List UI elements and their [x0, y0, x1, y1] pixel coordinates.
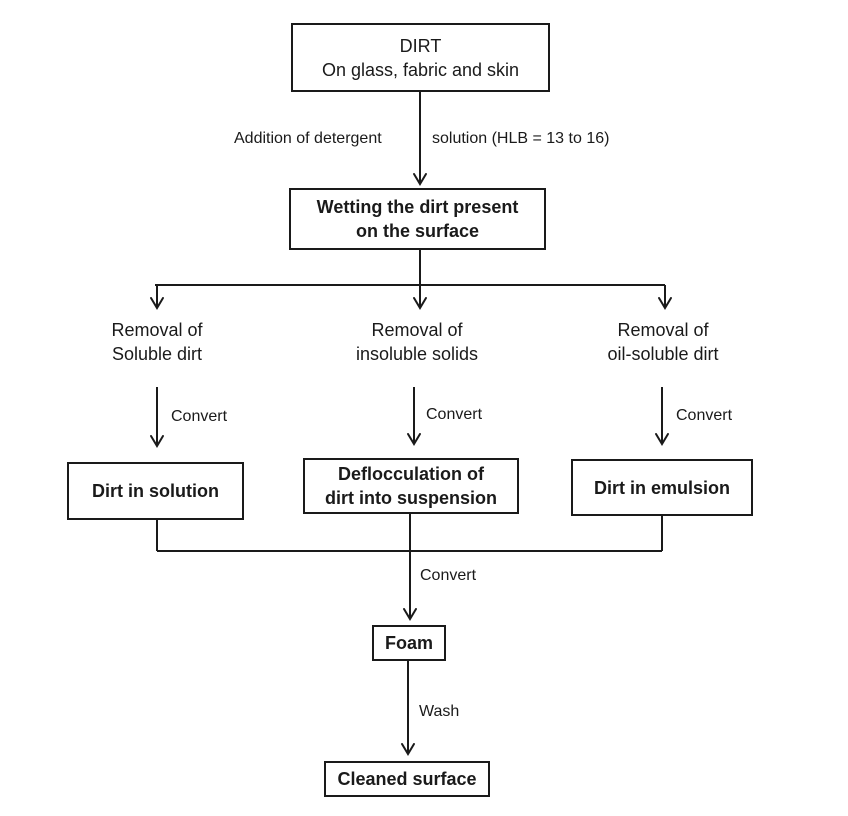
- arrowhead-split-left: [150, 297, 164, 310]
- arrowhead-split-middle: [413, 297, 427, 310]
- arrowhead-split-right: [658, 297, 672, 310]
- cleaned-surface-label: Cleaned surface: [337, 769, 477, 789]
- branch-title-insoluble-line2: insoluble solids: [355, 344, 479, 364]
- convert-label-left: Convert: [171, 408, 228, 425]
- result-box-suspension: Deflocculation of dirt into suspension: [303, 458, 519, 514]
- addition-label-right: solution (HLB = 13 to 16): [432, 130, 610, 147]
- branch-title-soluble-line2: Soluble dirt: [111, 344, 203, 364]
- result-box-suspension-line2: dirt into suspension: [324, 488, 497, 508]
- convert-label-right: Convert: [676, 407, 733, 424]
- arrowhead-convert-left: [150, 435, 164, 448]
- result-box-solution-line1: Dirt in solution: [92, 481, 219, 501]
- result-box-solution: Dirt in solution: [67, 462, 244, 520]
- wetting-box-line1: Wetting the dirt present: [316, 197, 519, 217]
- result-box-emulsion-line1: Dirt in emulsion: [593, 477, 730, 498]
- dirt-box-subtitle: On glass, fabric and skin: [321, 59, 520, 80]
- branch-title-oil-soluble-line1: Removal of: [617, 320, 709, 340]
- addition-label-left: Addition of detergent: [234, 130, 382, 147]
- branch-title-oil-soluble-line2: oil-soluble dirt: [607, 344, 719, 364]
- foam-box: Foam: [372, 625, 446, 661]
- dirt-box: DIRT On glass, fabric and skin: [291, 23, 550, 92]
- wetting-box: Wetting the dirt present on the surface: [289, 188, 546, 250]
- arrowhead-foam-to-cleaned: [401, 743, 415, 756]
- result-box-emulsion: Dirt in emulsion: [571, 459, 753, 516]
- branch-title-soluble-line1: Removal of: [111, 320, 203, 340]
- convert-label-middle: Convert: [426, 406, 483, 423]
- branch-title-insoluble: Removal of insoluble solids: [356, 318, 478, 366]
- result-box-suspension-line1: Deflocculation of: [337, 464, 484, 484]
- branch-title-soluble: Removal of Soluble dirt: [111, 318, 202, 366]
- arrowhead-convert-middle: [407, 433, 421, 446]
- branch-title-oil-soluble: Removal of oil-soluble dirt: [607, 318, 718, 366]
- arrowhead-merge-to-foam: [403, 608, 417, 621]
- arrowhead-dirt-to-wetting: [413, 173, 427, 186]
- convert-label-merge: Convert: [420, 567, 477, 584]
- dirt-box-title: DIRT: [399, 35, 442, 56]
- wash-label: Wash: [419, 703, 460, 720]
- arrowhead-convert-right: [655, 433, 669, 446]
- cleaned-surface-box: Cleaned surface: [324, 761, 490, 797]
- foam-box-label: Foam: [384, 633, 433, 653]
- wetting-box-line2: on the surface: [355, 221, 480, 241]
- branch-title-insoluble-line1: Removal of: [371, 320, 463, 340]
